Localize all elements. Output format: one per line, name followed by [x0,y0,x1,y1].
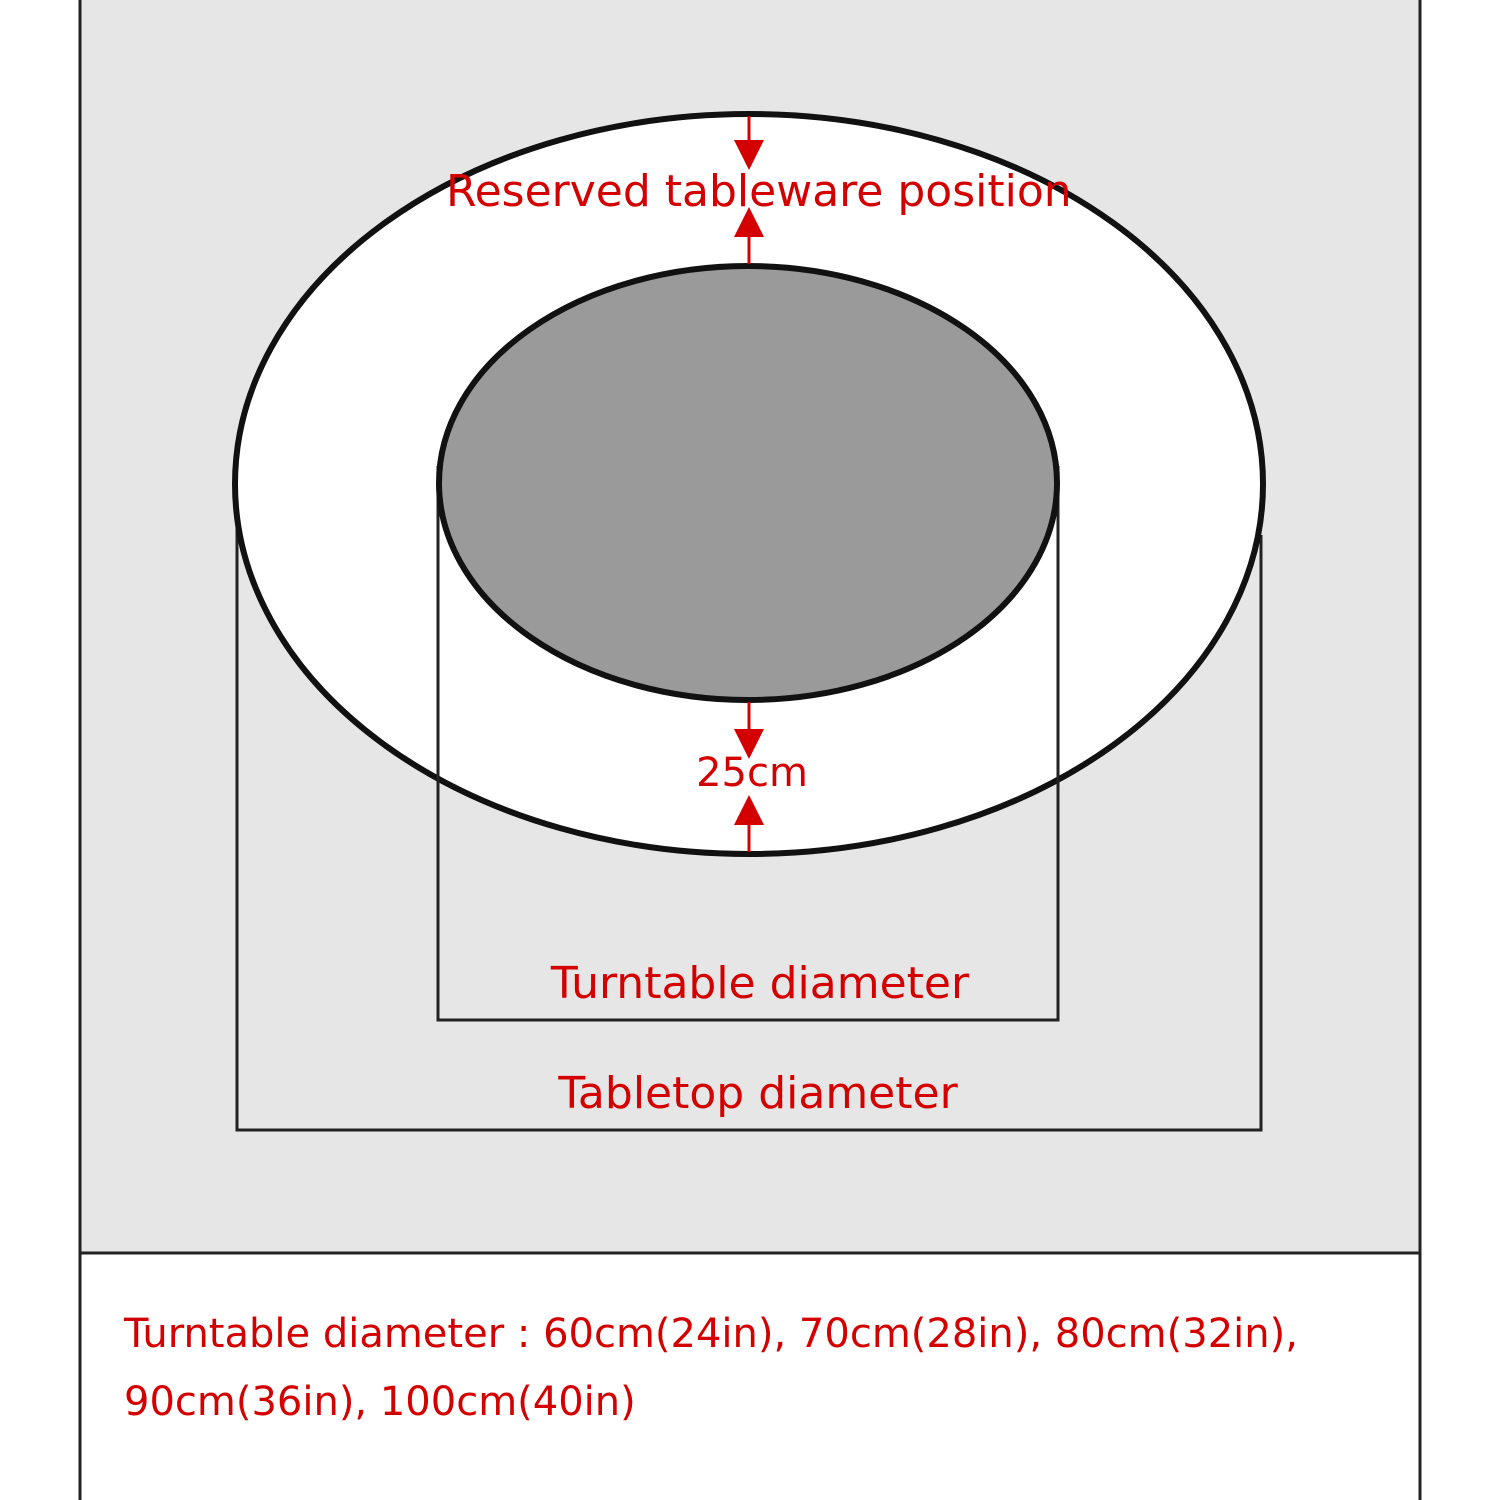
turntable-size-options: Turntable diameter : 60cm(24in), 70cm(28… [124,1300,1394,1436]
turntable-ellipse [436,263,1060,703]
size-info-panel [80,1253,1420,1500]
gap-measurement-label: 25cm [696,750,808,796]
size-options-line-1: Turntable diameter : 60cm(24in), 70cm(28… [124,1311,1298,1357]
turntable-diameter-bracket [436,466,1060,1022]
tabletop-diameter-label: Tabletop diameter [558,1068,958,1119]
turntable-diameter-label: Turntable diameter [550,958,970,1009]
size-options-line-2: 90cm(36in), 100cm(40in) [124,1379,636,1425]
tabletop-diameter-bracket [235,515,1263,1132]
reserved-position-label: Reserved tableware position [446,166,1072,217]
